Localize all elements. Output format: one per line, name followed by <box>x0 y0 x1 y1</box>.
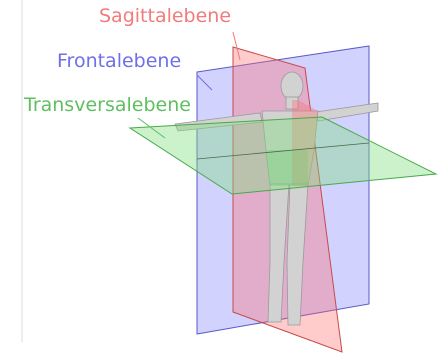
transversal-leader-line <box>137 117 166 139</box>
figure-left-arm <box>174 112 263 132</box>
plane-intersection-line <box>196 142 370 160</box>
figure-neck <box>285 96 299 110</box>
sagittal-leader-line <box>232 31 241 61</box>
figure-right-leg <box>286 183 309 326</box>
frontal-label: Frontalebene <box>57 50 181 72</box>
frontal-leader-line <box>196 74 213 91</box>
figure-head <box>280 71 304 101</box>
figure-left-leg <box>267 183 290 323</box>
sagittal-label: Sagittalebene <box>99 5 231 27</box>
transversal-label: Transversalebene <box>23 94 191 116</box>
human-figure <box>174 71 379 326</box>
transversal-plane <box>128 116 438 195</box>
figure-red-tint <box>292 100 318 186</box>
figure-green-tint <box>266 150 308 186</box>
